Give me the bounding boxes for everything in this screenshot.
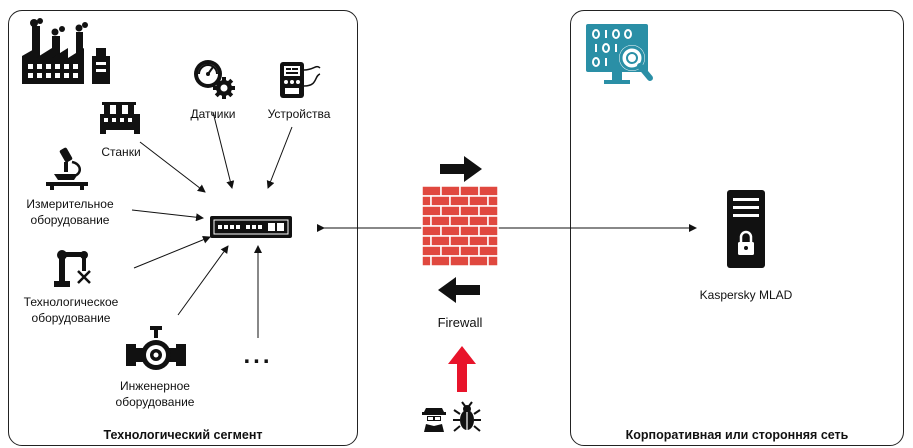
machines-label: Станки [101, 145, 141, 159]
sensors-label: Датчики [190, 107, 236, 121]
outbound-arrow-icon [440, 156, 482, 182]
technological-segment-title: Технологический сегмент [103, 428, 263, 442]
inbound-arrow-icon [438, 277, 480, 303]
engineering-link [177, 245, 229, 316]
firewall-label: Firewall [437, 315, 483, 330]
valve-icon [126, 326, 186, 370]
device-meter-icon [280, 62, 321, 98]
measuring-link [131, 209, 204, 222]
machines-link [139, 141, 206, 193]
firewall-icon [421, 185, 499, 267]
server-lock-icon [727, 190, 765, 268]
sensors-link [212, 111, 235, 189]
gauge-gear-icon [194, 60, 235, 99]
machine-tool-icon [100, 102, 140, 134]
bug-icon [453, 401, 481, 432]
factory-icon [22, 18, 110, 84]
data-analysis-monitor-icon [586, 24, 653, 84]
attack-arrow-icon [448, 346, 476, 392]
technological-link [133, 235, 211, 269]
mlad-label: Kaspersky MLAD [699, 288, 793, 302]
network-switch-icon [210, 216, 292, 238]
technological-label: Технологическое оборудование [23, 295, 119, 325]
more-devices-ellipsis: ... [243, 342, 273, 369]
microscope-icon [46, 147, 88, 190]
hacker-icon [422, 408, 446, 432]
corporate-network-title: Корпоративная или сторонняя сеть [625, 428, 849, 442]
devices-label: Устройства [267, 107, 331, 121]
measuring-label: Измерительное оборудование [26, 197, 114, 227]
robot-arm-icon [54, 250, 91, 287]
engineering-label: Инженерное оборудование [115, 379, 195, 409]
devices-link [266, 126, 293, 189]
